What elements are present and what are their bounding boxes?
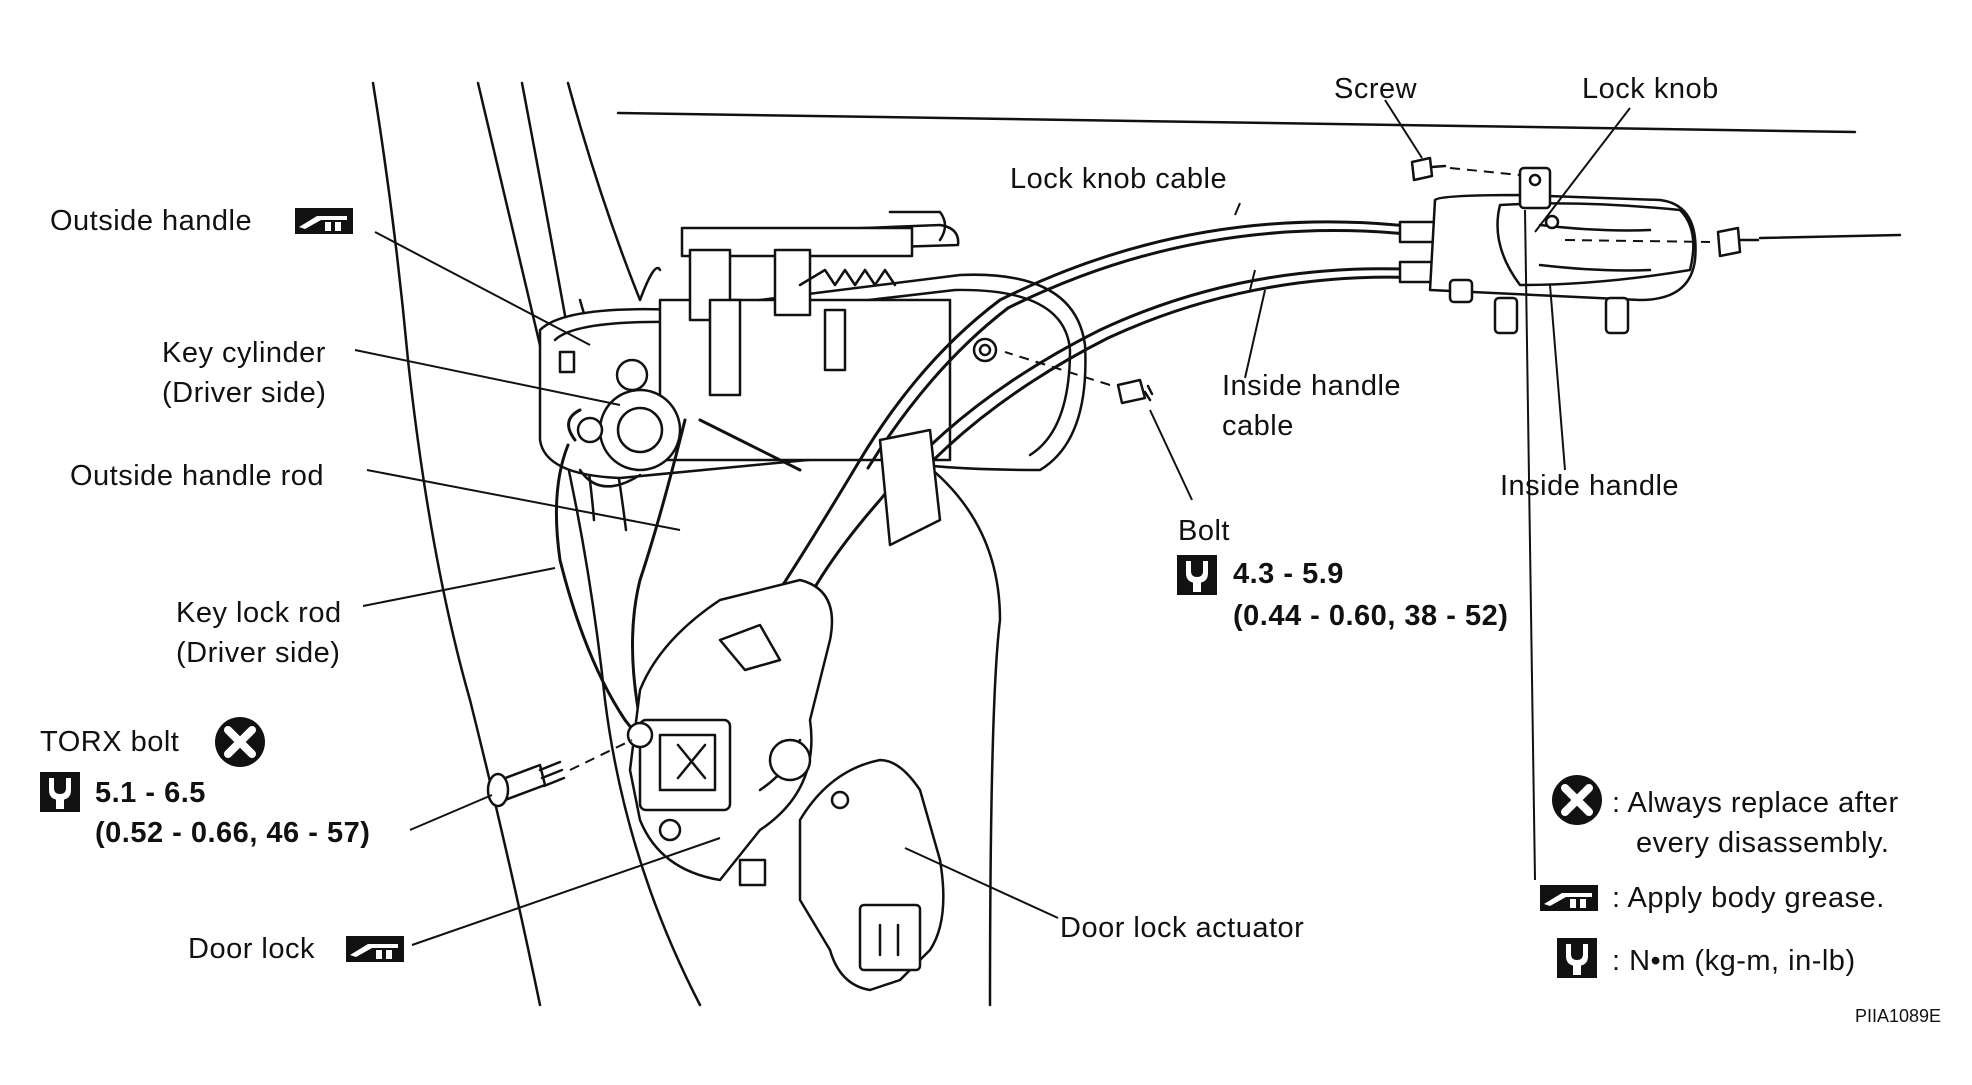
label-bolt-torque-units: (0.44 - 0.60, 38 - 52) <box>1233 600 1508 632</box>
grease-icon <box>346 936 404 962</box>
lock-knob-cable <box>758 220 1437 622</box>
bolt-part <box>1004 351 1154 405</box>
figure-id: PIIA1089E <box>1855 1006 1941 1026</box>
label-door-lock-actuator: Door lock actuator <box>1060 912 1304 944</box>
label-bolt: Bolt <box>1178 515 1230 547</box>
torque-icon <box>1557 938 1597 978</box>
legend-replace: : Always replace after <box>1612 787 1899 819</box>
label-lock-knob-cable: Lock knob cable <box>1010 163 1227 195</box>
label-key-cylinder: Key cylinder <box>162 337 326 369</box>
label-door-lock: Door lock <box>188 933 315 965</box>
torque-icon <box>1177 555 1217 595</box>
grease-icon <box>1540 885 1598 911</box>
inside-handle-screw <box>1716 226 1760 258</box>
replace-icon <box>215 717 265 767</box>
torque-icon <box>40 772 80 812</box>
legend-replace-2: every disassembly. <box>1636 827 1889 859</box>
inside-handle-part <box>1428 166 1902 335</box>
label-key-lock-rod-side: (Driver side) <box>176 637 340 669</box>
label-torx-torque-units: (0.52 - 0.66, 46 - 57) <box>95 817 370 849</box>
callout-labels: Screw Lock knob Lock knob cable Outside … <box>40 73 1719 965</box>
outside-handle-rod <box>631 418 802 722</box>
replace-icon <box>1552 775 1602 825</box>
label-screw: Screw <box>1334 73 1418 105</box>
cable-clip <box>878 428 942 547</box>
door-lock-actuator <box>798 758 945 992</box>
label-outside-handle: Outside handle <box>50 205 252 237</box>
label-lock-knob: Lock knob <box>1582 73 1719 105</box>
grease-icon <box>295 208 353 234</box>
label-torx-bolt: TORX bolt <box>40 726 179 758</box>
legend: : Always replace after every disassembly… <box>1540 775 1899 978</box>
key-cylinder <box>558 350 682 488</box>
label-bolt-torque: 4.3 - 5.9 <box>1233 558 1344 590</box>
door-lock <box>626 578 834 887</box>
label-torx-torque: 5.1 - 6.5 <box>95 777 206 809</box>
label-outside-handle-rod: Outside handle rod <box>70 460 324 492</box>
label-key-cylinder-side: (Driver side) <box>162 377 326 409</box>
legend-torque-units: : N•m (kg-m, in-lb) <box>1612 945 1856 977</box>
inside-handle-cable <box>788 260 1437 642</box>
label-key-lock-rod: Key lock rod <box>176 597 342 629</box>
torx-bolt-part <box>486 739 633 808</box>
screw-part <box>1410 156 1521 182</box>
label-inside-handle-cable-2: cable <box>1222 410 1294 442</box>
leader-lines <box>354 99 1631 946</box>
legend-grease: : Apply body grease. <box>1612 882 1885 914</box>
label-inside-handle-cable: Inside handle <box>1222 370 1401 402</box>
label-inside-handle: Inside handle <box>1500 470 1679 502</box>
